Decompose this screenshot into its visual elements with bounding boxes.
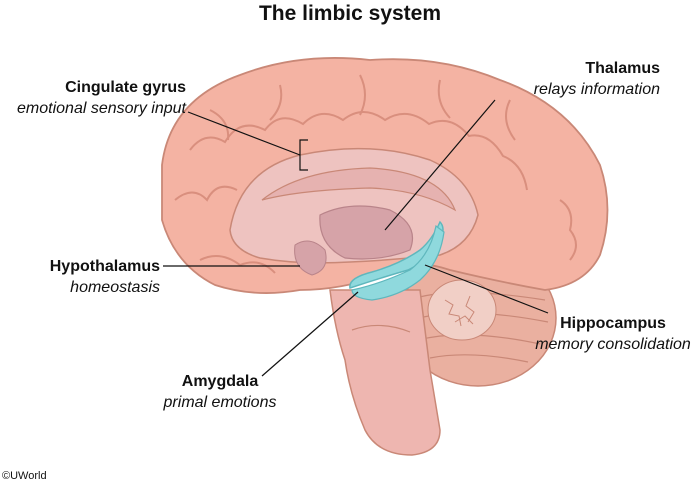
cingulate-name: Cingulate gyrus [65,79,186,96]
diagram-title: The limbic system [258,2,442,25]
thalamus-leader [384,99,496,231]
hypothalamus-desc: homeostasis [70,279,160,296]
cingulate-bracket [299,139,308,171]
label-cingulate-gyrus: Cingulate gyrus emotional sensory input [17,77,186,119]
hippocampus-desc: memory consolidation [535,336,691,353]
amygdala-leader [261,291,359,377]
label-amygdala: Amygdala primal emotions [140,371,300,413]
leader-lines [163,99,549,377]
thalamus-desc: relays information [533,81,660,98]
label-hypothalamus: Hypothalamus homeostasis [50,256,160,298]
label-hippocampus: Hippocampus memory consolidation [528,313,698,355]
cingulate-desc: emotional sensory input [17,100,186,117]
thalamus-name: Thalamus [585,60,660,77]
hypothalamus-name: Hypothalamus [49,258,160,275]
brainstem [329,289,441,456]
label-thalamus: Thalamus relays information [534,58,660,100]
hippocampus-name: Hippocampus [560,315,666,332]
hippocampus-body [351,224,445,301]
cingulate-leader [187,111,301,156]
medial-structures [229,147,479,276]
amygdala-desc: primal emotions [163,394,277,411]
hippocampus-leader [424,264,549,314]
copyright-text: ©UWorld [2,470,47,482]
amygdala-name: Amygdala [181,373,259,390]
